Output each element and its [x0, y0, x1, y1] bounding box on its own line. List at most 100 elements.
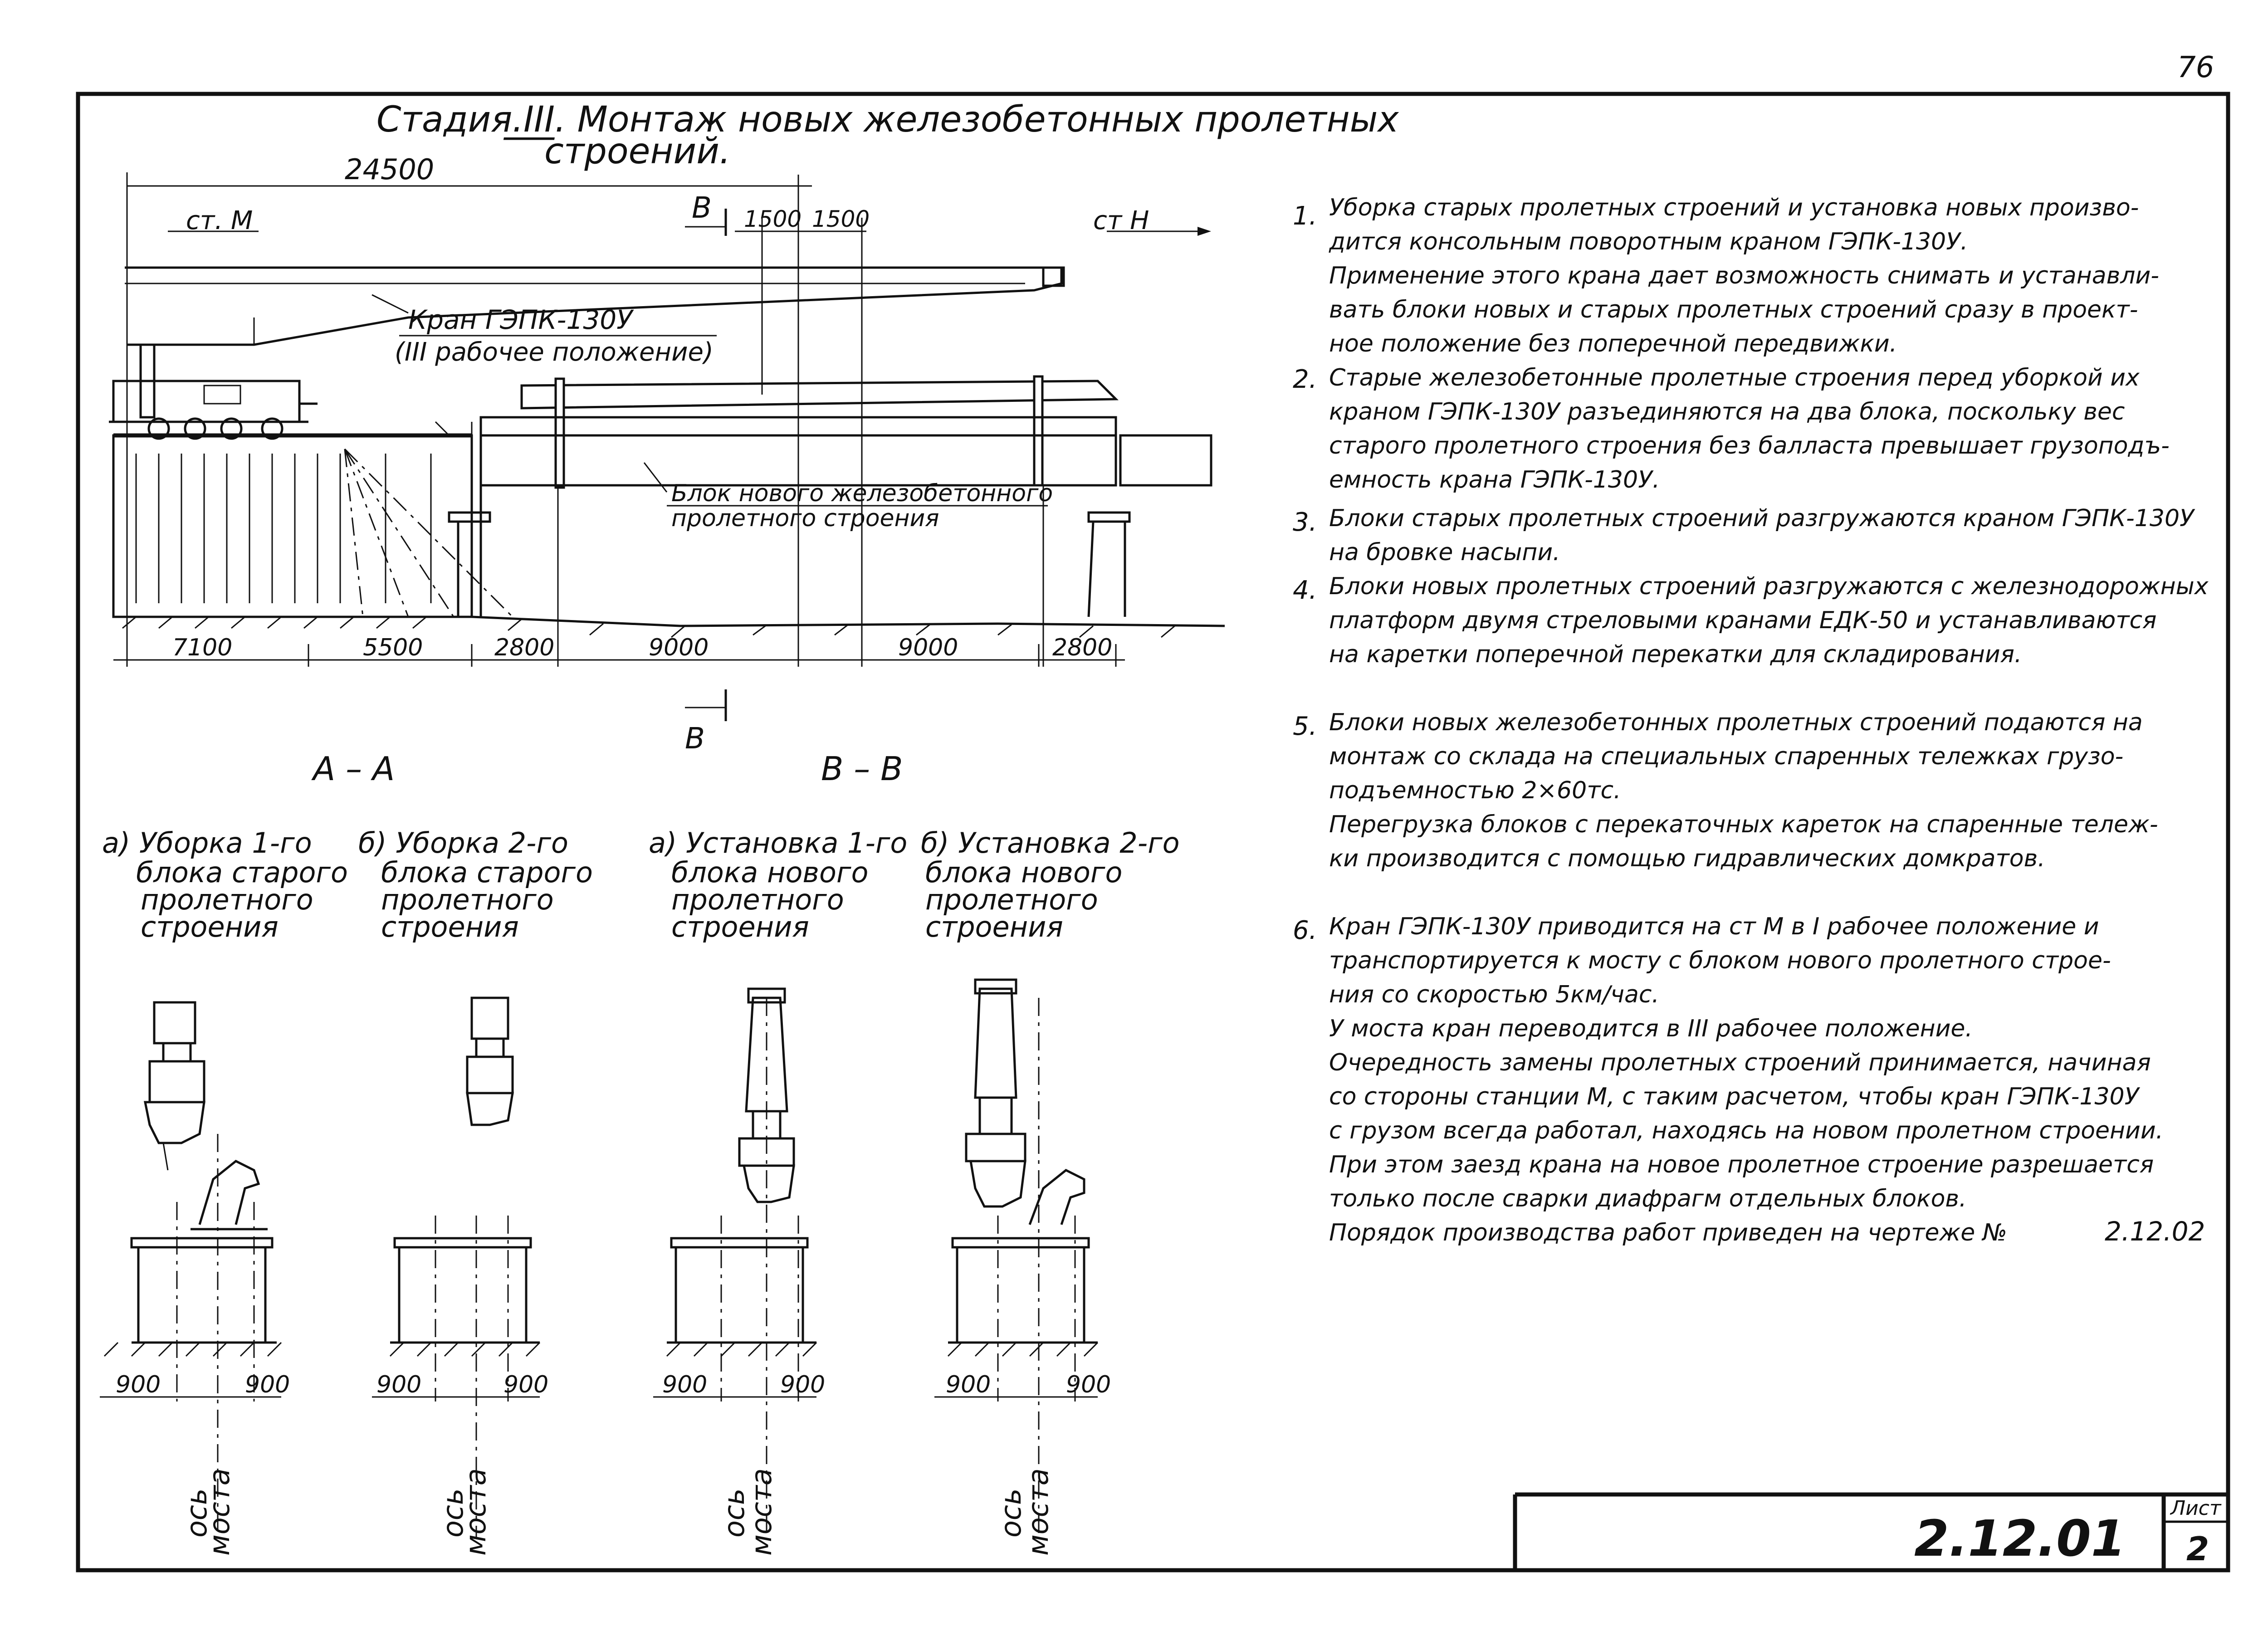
note-line: Применение этого крана дает возможность … — [1329, 262, 2159, 289]
caption-line: б) Установка 2-го — [921, 826, 1180, 859]
note-4-number: 4. — [1293, 576, 1317, 605]
caption-line: строения — [141, 910, 279, 943]
caption-line: пролетного — [925, 883, 1098, 916]
page-number: 76 — [2177, 51, 2214, 84]
top-dim-2: 1500 — [812, 206, 870, 232]
note-line: монтаж со склада на специальных спаренны… — [1329, 743, 2123, 770]
block-label-2: пролетного строения — [671, 505, 939, 532]
axis-label-1: ось — [436, 1488, 469, 1538]
sheet-label: Лист — [2170, 1497, 2222, 1520]
note-1-number: 1. — [1293, 201, 1317, 231]
bottom-dim-3: 2800 — [494, 634, 554, 661]
sheet-number: 2 — [2186, 1530, 2209, 1568]
dim-left: 900 — [662, 1371, 707, 1398]
note-line: транспортируется к мосту с блоком нового… — [1329, 947, 2111, 974]
dim-right: 900 — [1066, 1371, 1111, 1398]
note-line: Уборка старых пролетных строений и устан… — [1329, 194, 2139, 221]
section-b-caption: б) Уборка 2-го блока старого пролетного … — [358, 826, 593, 943]
document-number: 2.12.01 — [1914, 1509, 2126, 1568]
note-line: У моста кран переводится в III рабочее п… — [1329, 1015, 1973, 1042]
bottom-dim-2: 5500 — [363, 634, 423, 661]
axis-label-1: ось — [718, 1488, 751, 1538]
section-view-4: 900 900 ось моста — [934, 978, 1111, 1556]
note-line: ки производится с помощью гидравлических… — [1329, 845, 2045, 872]
caption-line: пролетного — [381, 883, 554, 916]
section-mark-top: В — [692, 191, 712, 225]
section-mark-bottom: В — [685, 722, 705, 756]
note-line: Блоки новых пролетных строений разгружаю… — [1329, 573, 2209, 600]
caption-line: блока нового — [925, 856, 1122, 889]
crane-label-1: Кран ГЭПК-130У — [408, 304, 634, 335]
note-line: Перегрузка блоков с перекаточных кареток… — [1329, 811, 2158, 838]
section-view-3: 900 900 ось моста — [653, 987, 825, 1556]
notes-block: 1. Уборка старых пролетных строений и ус… — [1293, 194, 2209, 1247]
section-bb-label: В – В — [821, 750, 903, 788]
axis-label-1: ось — [180, 1488, 213, 1538]
note-line: со стороны станции М, с таким расчетом, … — [1329, 1083, 2141, 1110]
section-view-1: 900 900 ось моста — [100, 1001, 290, 1556]
bottom-dim-1: 7100 — [172, 634, 232, 661]
crane-label-2: (III рабочее положение) — [395, 337, 714, 367]
caption-line: строения — [925, 910, 1063, 943]
bottom-dim-5: 9000 — [898, 634, 958, 661]
caption-line: б) Уборка 2-го — [358, 826, 568, 859]
section-d-caption: б) Установка 2-го блока нового пролетног… — [921, 826, 1180, 943]
note-line: на каретки поперечной перекатки для скла… — [1329, 641, 2022, 668]
note-line: вать блоки новых и старых пролетных стро… — [1329, 296, 2138, 323]
note-2-number: 2. — [1293, 365, 1317, 394]
caption-line: пролетного — [141, 883, 313, 916]
station-right-label: ст Н — [1093, 206, 1149, 235]
note-line: краном ГЭПК-130У разъединяются на два бл… — [1329, 398, 2125, 425]
note-line: емность крана ГЭПК-130У. — [1329, 466, 1660, 493]
note-line: Очередность замены пролетных строений пр… — [1329, 1049, 2151, 1076]
note-line: При этом заезд крана на новое пролетное … — [1329, 1151, 2154, 1178]
note-line: на бровке насыпи. — [1329, 539, 1560, 566]
section-view-2: 900 900 ось моста — [372, 996, 548, 1556]
caption-line: строения — [671, 910, 809, 943]
caption-line: блока нового — [671, 856, 868, 889]
axis-label-2: моста — [203, 1468, 236, 1556]
section-c-caption: а) Установка 1-го блока нового пролетног… — [649, 826, 907, 943]
note-line: Блоки старых пролетных строений разгружа… — [1329, 505, 2195, 532]
title-stamp: 2.12.01 Лист 2 — [1513, 1492, 2228, 1570]
axis-label-2: моста — [1022, 1468, 1055, 1556]
note-6-number: 6. — [1293, 916, 1317, 945]
dim-left: 900 — [376, 1371, 421, 1398]
caption-line: блока старого — [136, 856, 348, 889]
note-line: Порядок производства работ приведен на ч… — [1329, 1219, 2007, 1246]
note-line: Старые железобетонные пролетные строения… — [1329, 364, 2140, 391]
note-line: ное положение без поперечной передвижки. — [1329, 330, 1897, 357]
note-5-number: 5. — [1293, 712, 1317, 741]
dim-right: 900 — [780, 1371, 825, 1398]
caption-line: блока старого — [381, 856, 593, 889]
note-3-number: 3. — [1293, 508, 1317, 537]
embankment-hatch — [135, 454, 432, 603]
note-line: только после сварки диафрагм отдельных б… — [1329, 1185, 1967, 1212]
note-line: платформ двумя стреловыми кранами ЕДК-50… — [1329, 607, 2156, 634]
note-line: подъемностью 2×60тс. — [1329, 777, 1621, 804]
caption-line: пролетного — [671, 883, 844, 916]
overall-dimension: 24500 — [345, 153, 434, 186]
caption-line: а) Уборка 1-го — [102, 826, 312, 859]
caption-line: а) Установка 1-го — [649, 826, 907, 859]
note-line: с грузом всегда работал, находясь на нов… — [1329, 1117, 2163, 1144]
note-line: старого пролетного строения без балласта… — [1329, 432, 2170, 459]
axis-label-2: моста — [745, 1468, 778, 1556]
note-line: ния со скоростью 5км/час. — [1329, 981, 1659, 1008]
notes-reference: 2.12.02 — [2105, 1216, 2205, 1247]
dim-right: 900 — [503, 1371, 548, 1398]
note-line: Блоки новых железобетонных пролетных стр… — [1329, 709, 2143, 736]
bottom-dim-4: 9000 — [649, 634, 709, 661]
caption-line: строения — [381, 910, 519, 943]
bottom-dim-6: 2800 — [1052, 634, 1112, 661]
axis-label-1: ось — [994, 1488, 1027, 1538]
section-a-caption: а) Уборка 1-го блока старого пролетного … — [102, 826, 348, 943]
stage-title-line1: Стадия.̲I̲I̲I̲. Монтаж новых железобетон… — [376, 99, 1399, 140]
stage-title-line2: строений. — [544, 131, 731, 172]
station-left-label: ст. М — [186, 206, 253, 235]
note-line: дится консольным поворотным краном ГЭПК-… — [1329, 228, 1968, 255]
ground-hatch — [122, 616, 1175, 638]
dim-left: 900 — [116, 1371, 161, 1398]
elevation-view: 24500 ст. М ст Н В 1500 1500 Кр — [109, 153, 1225, 756]
